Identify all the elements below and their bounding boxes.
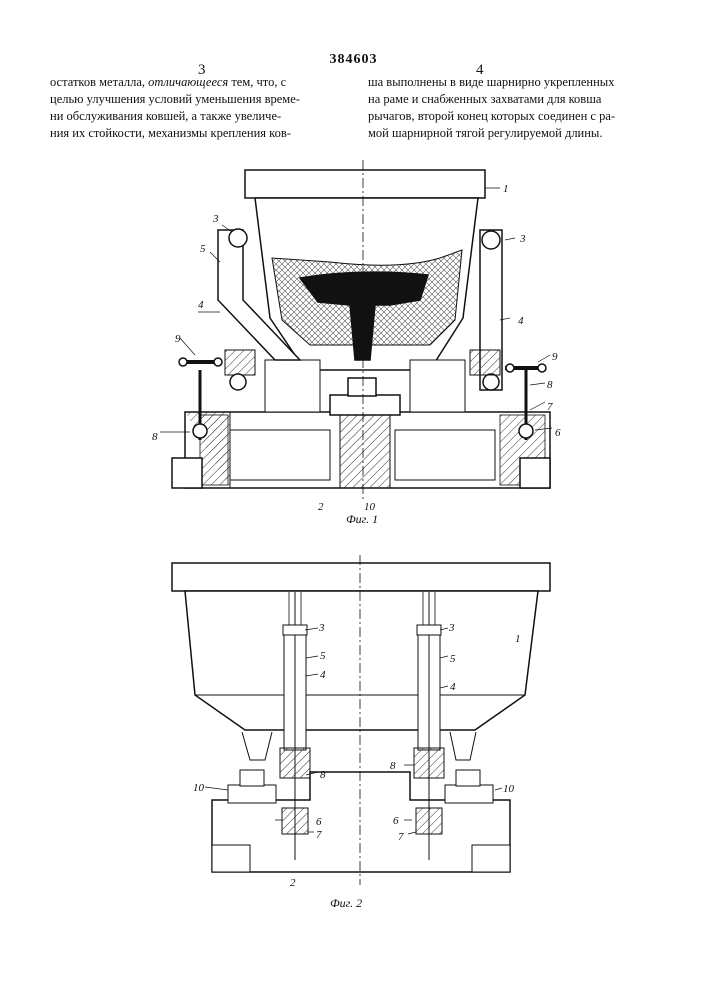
fig2-label-7-right: 7 [398,831,404,843]
fig1-label-4-right: 4 [518,315,524,327]
ladle-flange [245,170,485,198]
fig1-label-7: 7 [547,401,553,413]
fig1-label-3-right: 3 [519,233,526,245]
right-pivot-3 [482,231,500,249]
support-10-left [228,785,276,803]
fig2-label-3-right: 3 [448,622,455,634]
fig2-label-8-right: 8 [390,760,396,772]
figure-1-caption: Фиг. 1 [346,512,378,527]
fig2-label-7-left: 7 [316,829,322,841]
ladle-body-side [185,591,538,730]
fig1-label-1: 1 [503,183,509,195]
fig1-label-4-left: 4 [198,299,204,311]
ladle-flange-side [172,563,550,591]
fig1-label-9-right: 9 [552,351,558,363]
fig1-label-2: 2 [318,501,324,513]
fig1-label-6: 6 [555,427,561,439]
fig2-label-1: 1 [515,633,521,645]
fig2-label-10-left: 10 [193,782,205,794]
fig2-label-5-left: 5 [320,650,326,662]
support-10-right [445,785,493,803]
fig2-label-4-left: 4 [320,669,326,681]
fig2-label-4-right: 4 [450,681,456,693]
fig1-label-3-left: 3 [212,213,219,225]
fig2-label-10-right: 10 [503,783,515,795]
fig2-label-2: 2 [290,877,296,889]
fig2-label-6-right: 6 [393,815,399,827]
fig1-label-5: 5 [200,243,206,255]
fig1-label-8-left: 8 [152,431,158,443]
figure-2-caption: Фиг. 2 [330,896,362,911]
fig2-label-6-left: 6 [316,816,322,828]
fig2-label-3-left: 3 [318,622,325,634]
support-column-10 [340,412,390,488]
fig2-label-5-right: 5 [450,653,456,665]
fig1-label-8-right: 8 [547,379,553,391]
fig1-label-9-left: 9 [175,333,181,345]
fig2-label-8-left: 8 [320,769,326,781]
